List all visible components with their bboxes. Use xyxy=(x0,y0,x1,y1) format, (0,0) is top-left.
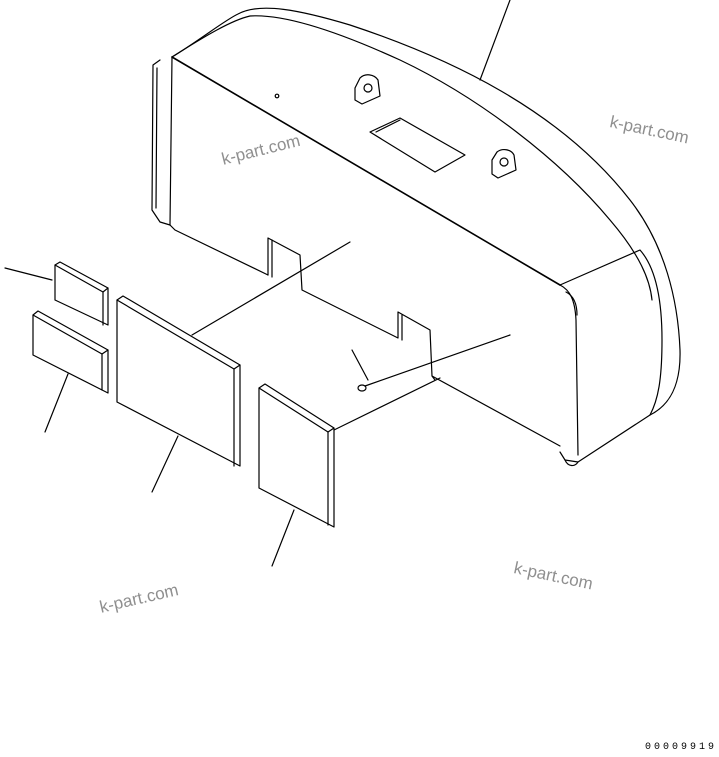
top-features xyxy=(274,74,517,179)
counterweight-body xyxy=(151,7,681,467)
plate-small-upper xyxy=(4,261,109,326)
bolt xyxy=(351,334,511,392)
drawing-code: 00009919 xyxy=(644,742,717,753)
plate-right xyxy=(258,377,441,567)
plate-small-lower xyxy=(32,310,109,433)
leader-line-body xyxy=(479,0,511,81)
plate-large-center xyxy=(116,241,351,493)
